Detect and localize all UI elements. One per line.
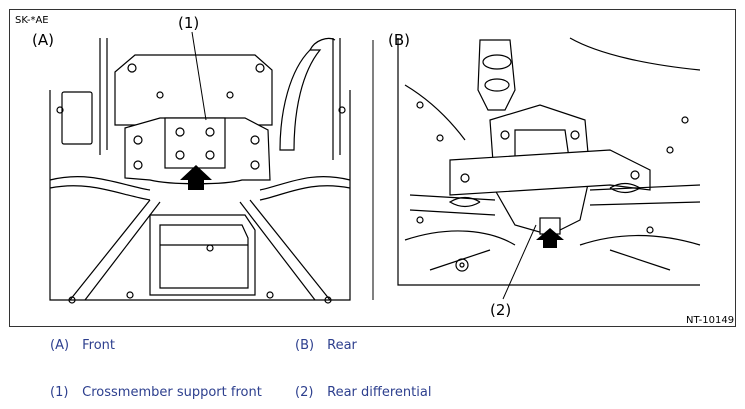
arrow-icon (536, 228, 564, 248)
arrow-icon (180, 165, 212, 190)
callout-2-leader (502, 224, 537, 300)
legend-text: Front (82, 338, 116, 353)
service-figure: SK-*AE NT-10149 (A) (B) (9, 9, 736, 327)
figure-footer-code: NT-10149 (686, 315, 734, 326)
figure-drawing: SK-*AE NT-10149 (A) (B) (15, 14, 734, 326)
legend-text: Rear differential (327, 385, 432, 400)
callout-1-label: (1) (178, 14, 199, 32)
legend-code: (1) (50, 385, 69, 400)
legend-code: (B) (295, 338, 315, 353)
panel-b-rear-drawing (397, 37, 701, 286)
legend-item-front: (A) Front (50, 338, 115, 353)
panel-b-label: (B) (388, 31, 410, 49)
callout-2-label: (2) (490, 301, 511, 319)
legend-code: (2) (295, 385, 314, 400)
legend-item-rear-differential: (2) Rear differential (295, 385, 431, 400)
legend-code: (A) (50, 338, 70, 353)
figure-header-code: SK-*AE (15, 15, 49, 26)
legend-item-crossmember-support-front: (1) Crossmember support front (50, 385, 262, 400)
panel-a-front-drawing (49, 37, 351, 304)
legend-text: Crossmember support front (82, 385, 262, 400)
legend-item-rear: (B) Rear (295, 338, 357, 353)
panel-a-label: (A) (32, 31, 54, 49)
callout-1-leader (191, 31, 207, 121)
legend-text: Rear (327, 338, 357, 353)
